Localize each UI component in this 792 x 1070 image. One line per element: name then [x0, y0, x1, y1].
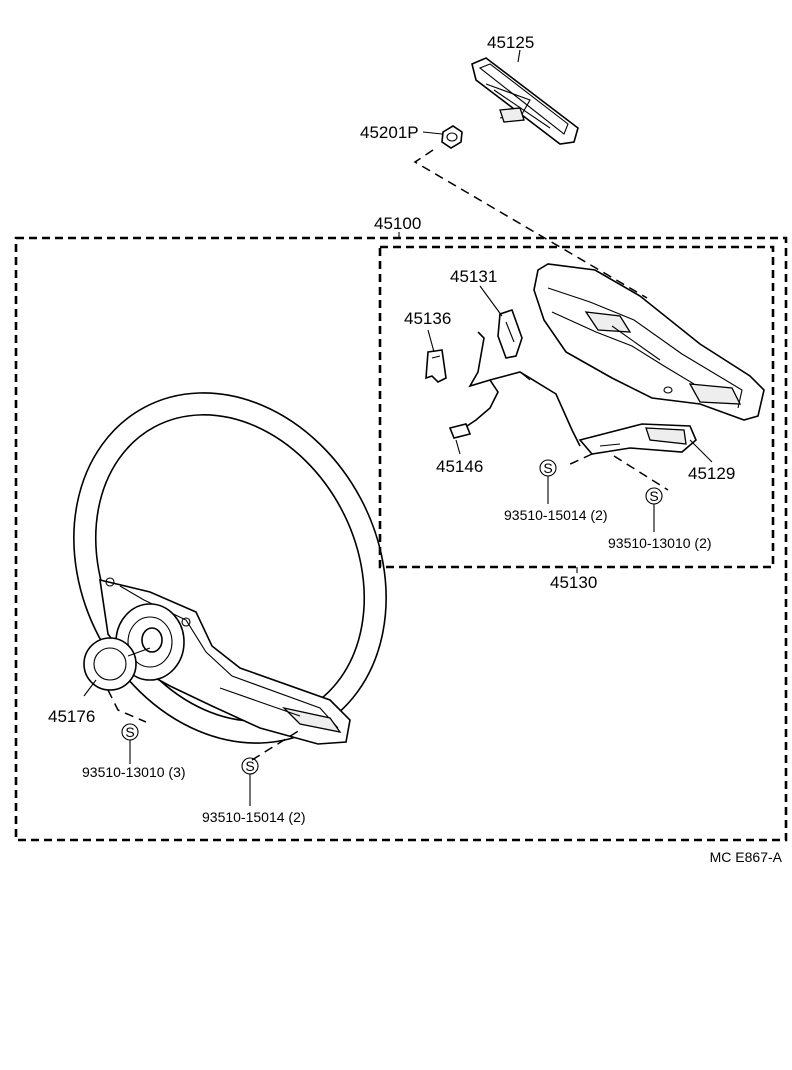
screw-symbol-1: S [539, 459, 557, 477]
screw-label-2: 93510-13010 (2) [608, 535, 712, 551]
horn-button-45131 [497, 308, 523, 359]
label-45125: 45125 [487, 33, 534, 52]
screw-label-1: 93510-15014 (2) [504, 507, 608, 523]
label-45176: 45176 [48, 707, 95, 726]
label-45130: 45130 [550, 573, 597, 592]
label-45129: 45129 [688, 464, 735, 483]
contact-wire-45146 [448, 331, 581, 447]
screw-symbol-3: S [121, 723, 139, 741]
screw-symbol-2: S [645, 487, 663, 505]
label-45201p: 45201P [360, 123, 419, 142]
svg-text:S: S [125, 724, 134, 740]
assembly-box-45130 [378, 245, 775, 569]
nut-45201p [441, 125, 463, 149]
label-45131: 45131 [450, 267, 497, 286]
label-45146: 45146 [436, 457, 483, 476]
label-45136: 45136 [404, 309, 451, 328]
label-45100: 45100 [374, 214, 421, 233]
ring-45176 [83, 637, 151, 691]
svg-text:S: S [543, 460, 552, 476]
bracket-45136 [425, 349, 447, 383]
cover-plate-45125 [471, 57, 579, 145]
svg-text:S: S [649, 488, 658, 504]
svg-text:S: S [245, 758, 254, 774]
horn-pad-45130 [533, 263, 765, 421]
screw-label-4: 93510-15014 (2) [202, 809, 306, 825]
bracket-45129 [578, 423, 697, 455]
screw-label-3: 93510-13010 (3) [82, 764, 186, 780]
assembly-box-45100 [14, 236, 788, 842]
diagram-code: MC E867-A [710, 849, 783, 865]
screw-symbol-4: S [241, 757, 259, 775]
